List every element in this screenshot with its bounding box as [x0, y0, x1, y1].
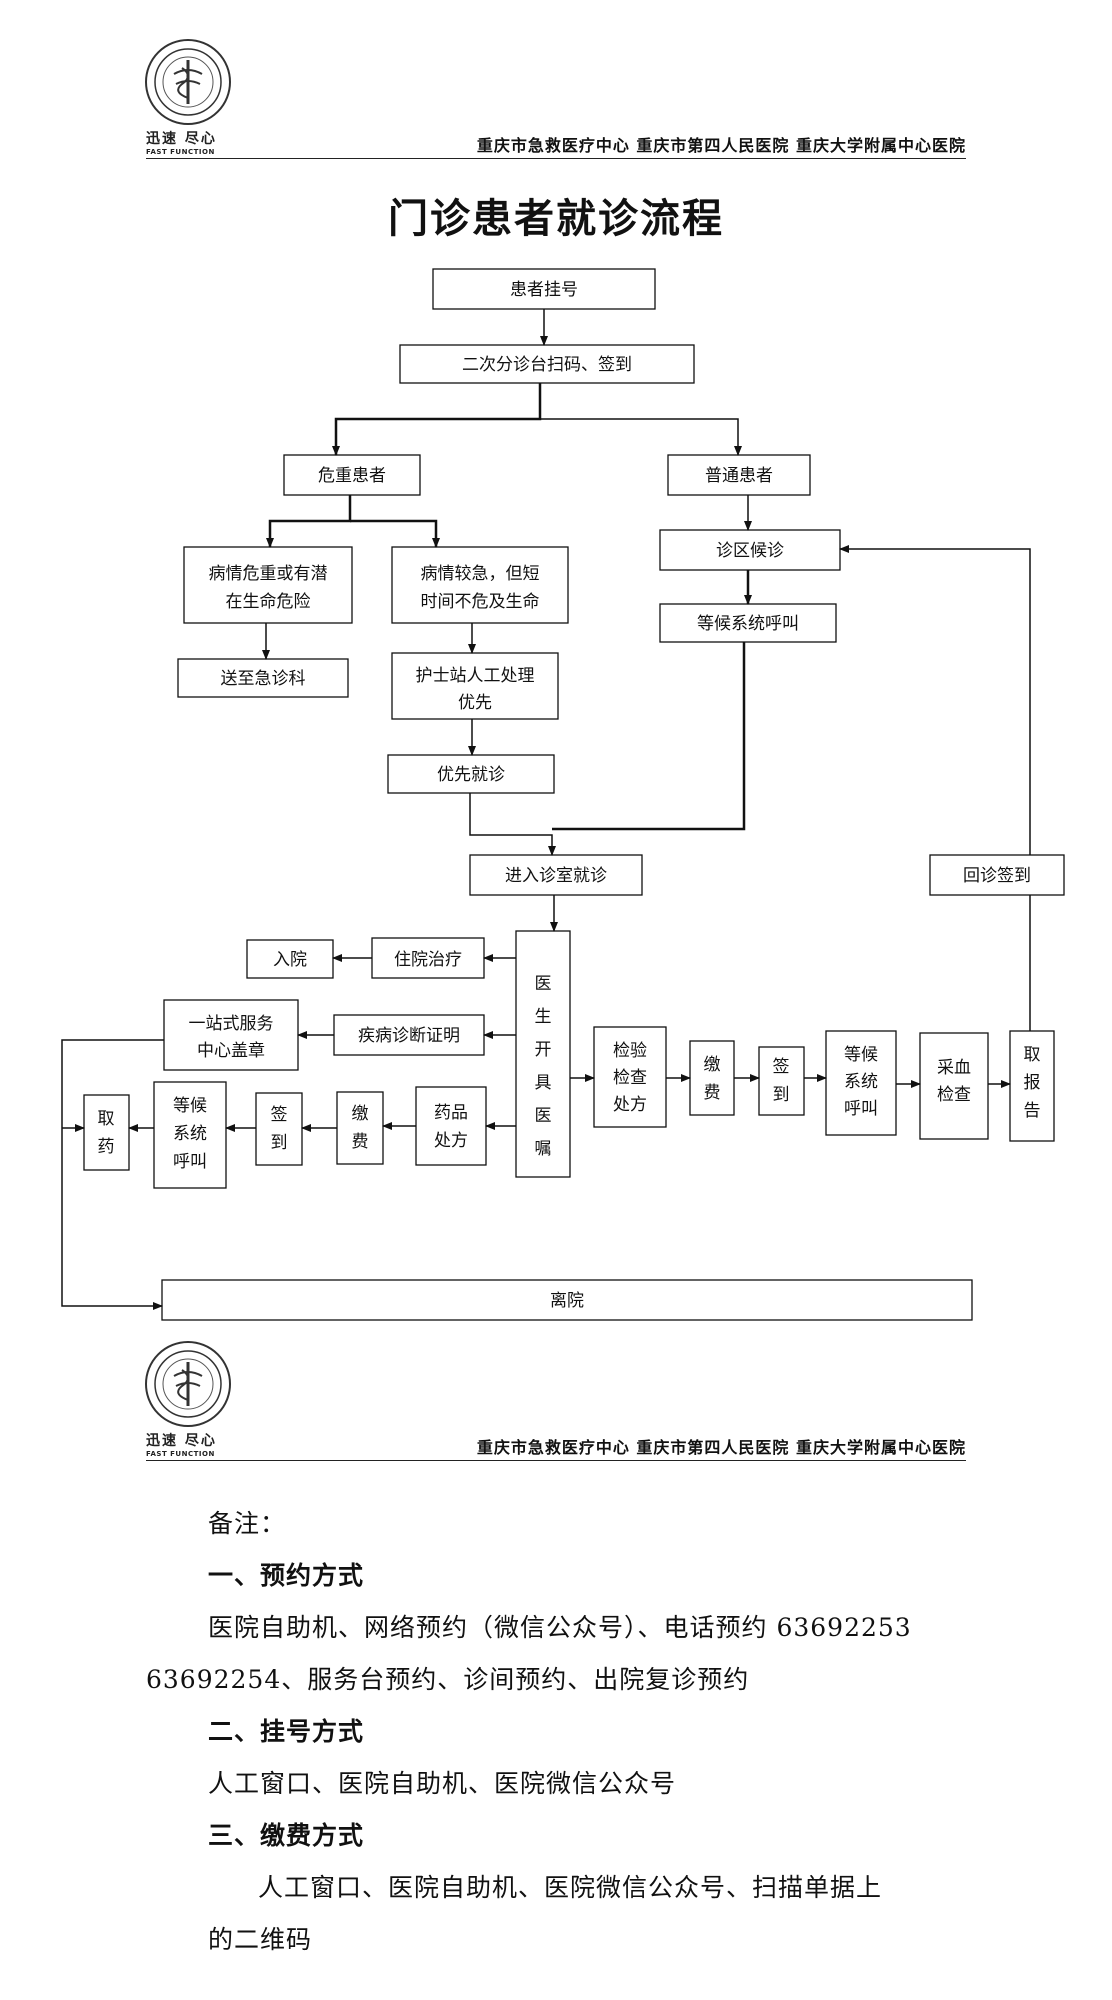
notes-s1-line1: 医院自助机、网络预约（微信公众号）、电话预约 63692253 — [208, 1613, 912, 1642]
arrow-to-critical — [332, 383, 542, 456]
label-wait-call: 等候系统呼叫 — [697, 614, 799, 634]
label-drug-rx-1: 药品 — [434, 1103, 468, 1123]
box-revisit — [929, 854, 1065, 896]
label-nurse-2: 优先 — [458, 693, 492, 713]
label-triage: 二次分诊台扫码、签到 — [462, 355, 632, 375]
label-sign1-2: 到 — [271, 1133, 288, 1153]
label-pay1-2: 费 — [352, 1132, 369, 1152]
box-wait-call-v2 — [825, 1030, 897, 1136]
flowchart: 患者挂号 二次分诊台扫码、签到 危重患者 普通患者 病情危重或有潜 在生命危险 … — [61, 268, 1065, 1321]
arrow-to-leave — [61, 1039, 164, 1310]
notes-s3-title: 三、缴费方式 — [208, 1821, 365, 1850]
label-leave: 离院 — [550, 1291, 584, 1311]
label-doctor-3: 开 — [535, 1040, 552, 1060]
label-urgent-2: 时间不危及生命 — [421, 592, 540, 612]
label-report-2: 报 — [1024, 1073, 1041, 1093]
arrow-to-severe — [266, 495, 352, 548]
label-wait-call-v2-3: 呼叫 — [844, 1099, 878, 1119]
notes-s1-line2: 63692254、服务台预约、诊间预约、出院复诊预约 — [146, 1665, 750, 1694]
notes: 备注： 一、预约方式 医院自助机、网络预约（微信公众号）、电话预约 636922… — [146, 1498, 976, 1966]
label-blood-2: 检查 — [937, 1085, 971, 1105]
label-exam-rx-1: 检验 — [613, 1041, 647, 1061]
label-doctor-5: 医 — [535, 1106, 552, 1126]
line-wait-call-enter — [552, 642, 746, 831]
label-wait-call-v2-1: 等候 — [844, 1045, 878, 1065]
header-divider — [146, 158, 966, 159]
label-nurse-1: 护士站人工处理 — [416, 666, 535, 686]
box-sign1 — [255, 1092, 303, 1166]
header-hospitals-2: 重庆市急救医疗中心 重庆市第四人民医院 重庆大学附属中心医院 — [476, 1438, 966, 1457]
arrow-priority-enter — [469, 793, 556, 856]
label-take-drug-2: 药 — [98, 1137, 115, 1157]
label-severe-1: 病情危重或有潜 — [209, 564, 328, 584]
label-wait-call-v-2: 系统 — [173, 1124, 207, 1144]
header-divider-2 — [146, 1460, 966, 1461]
label-wait-call-v2-2: 系统 — [844, 1072, 878, 1092]
label-pay2-1: 缴 — [704, 1055, 721, 1075]
label-critical: 危重患者 — [318, 466, 386, 486]
notes-s3-line1: 人工窗口、医院自助机、医院微信公众号、扫描单据上 — [258, 1873, 883, 1902]
box-urgent — [391, 546, 569, 624]
box-pay2 — [689, 1040, 735, 1116]
page-title: 门诊患者就诊流程 — [388, 195, 724, 242]
label-admit: 入院 — [273, 950, 307, 970]
box-drug-rx — [415, 1086, 487, 1166]
box-pay1 — [336, 1091, 384, 1165]
label-drug-rx-2: 处方 — [434, 1131, 468, 1151]
label-priority: 优先就诊 — [437, 765, 505, 785]
arrow-to-normal — [540, 418, 742, 456]
logo-caption-cn-2: 迅速 尽心 — [146, 1433, 217, 1449]
label-pay1-1: 缴 — [352, 1104, 369, 1124]
label-doctor-2: 生 — [535, 1007, 552, 1027]
label-take-drug-1: 取 — [98, 1109, 115, 1129]
label-report-3: 告 — [1024, 1101, 1041, 1121]
label-blood-1: 采血 — [937, 1058, 971, 1078]
box-wait-call-v — [153, 1081, 227, 1189]
box-leave — [161, 1279, 973, 1321]
logo-caption-en: FAST FUNCTION — [146, 148, 215, 156]
box-enter-room — [469, 854, 643, 896]
label-to-er: 送至急诊科 — [221, 669, 306, 689]
label-stamp-2: 中心盖章 — [197, 1041, 265, 1061]
label-urgent-1: 病情较急，但短 — [421, 564, 540, 584]
label-certificate: 疾病诊断证明 — [358, 1026, 460, 1046]
notes-s2-title: 二、挂号方式 — [208, 1717, 365, 1746]
notes-remark: 备注： — [208, 1509, 287, 1538]
label-normal: 普通患者 — [705, 466, 773, 486]
arrow-to-urgent — [350, 519, 440, 548]
label-exam-rx-3: 处方 — [613, 1095, 647, 1115]
label-inpatient: 住院治疗 — [394, 950, 462, 970]
label-revisit: 回诊签到 — [963, 866, 1031, 886]
box-critical — [283, 454, 421, 496]
label-pay2-2: 费 — [704, 1083, 721, 1103]
logo-caption-cn: 迅速 尽心 — [146, 131, 217, 147]
label-enter-room: 进入诊室就诊 — [505, 866, 607, 886]
label-register: 患者挂号 — [510, 280, 578, 300]
box-doctor — [515, 930, 571, 1178]
logo-caption-en-2: FAST FUNCTION — [146, 1450, 215, 1458]
label-report-1: 取 — [1024, 1045, 1041, 1065]
logo-caption-2: 迅速 尽心 FAST FUNCTION — [146, 1430, 217, 1458]
notes-s2-body: 人工窗口、医院自助机、医院微信公众号 — [208, 1769, 677, 1798]
label-stamp-1: 一站式服务 — [189, 1014, 274, 1034]
label-wait-area: 诊区候诊 — [716, 541, 784, 561]
notes-s1-title: 一、预约方式 — [208, 1561, 365, 1590]
label-doctor-1: 医 — [535, 974, 552, 994]
label-sign1-1: 签 — [271, 1105, 288, 1125]
label-wait-call-v-1: 等候 — [173, 1096, 207, 1116]
label-severe-2: 在生命危险 — [226, 592, 311, 612]
header-hospitals: 重庆市急救医疗中心 重庆市第四人民医院 重庆大学附属中心医院 — [476, 136, 966, 155]
box-take-drug — [83, 1094, 130, 1171]
label-sign2-2: 到 — [773, 1085, 790, 1105]
label-sign2-1: 签 — [773, 1057, 790, 1077]
label-doctor-4: 具 — [535, 1073, 552, 1093]
hospital-logo — [145, 39, 231, 125]
logo-caption: 迅速 尽心 FAST FUNCTION — [146, 128, 217, 156]
label-wait-call-v-3: 呼叫 — [173, 1152, 207, 1172]
label-exam-rx-2: 检查 — [613, 1068, 647, 1088]
hospital-logo-2 — [145, 1341, 231, 1427]
arrow-revisit-wait-area — [839, 545, 1031, 855]
notes-s3-line2: 的二维码 — [208, 1925, 313, 1954]
label-doctor-6: 嘱 — [535, 1139, 552, 1159]
